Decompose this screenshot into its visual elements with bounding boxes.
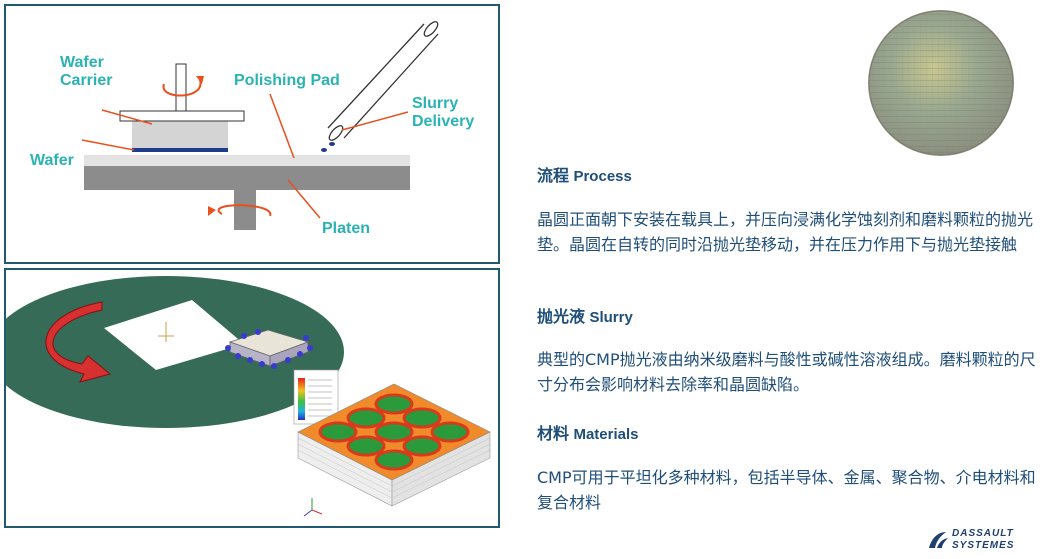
section-materials-title-en: Materials [573,426,639,443]
carrier-rotation-arrowhead [196,76,204,84]
platen-rotation-arrow [217,204,272,217]
slurry-drop [329,142,335,146]
slurry-drop [321,148,327,152]
clamp-markers [225,329,313,369]
carrier-rotation-arrow [162,79,202,97]
slurry-tube [327,21,439,141]
mesh-contour-cells [318,393,470,471]
platen-rotation-arrowhead [208,206,216,216]
carrier-shaft [175,63,187,112]
label-wafer: Wafer [30,152,74,169]
section-process-title-en: Process [573,168,632,185]
contour-legend-bar [298,378,305,420]
dassault-logo: DASSAULT SYSTEMES [926,527,1044,553]
section-process-title: 流程 Process [537,162,632,186]
ds-logo-icon [929,532,948,548]
section-slurry-title-en: Slurry [589,309,633,326]
section-slurry-body: 典型的CMP抛光液由纳米级磨料与酸性或碱性溶液组成。磨料颗粒的尺寸分布会影响材料… [537,350,1036,394]
section-slurry-title-cn: 抛光液 [537,309,586,326]
cmp-schematic-drawing [81,21,439,230]
wafer-photo [868,10,1014,156]
section-process-title-cn: 流程 [537,168,570,185]
wafer-carrier [132,120,228,148]
simulation-render-panel [4,268,500,528]
label-slurry-delivery: Slurry Delivery [412,95,475,130]
section-materials-title-cn: 材料 [537,426,570,443]
logo-line2: SYSTEMES [952,540,1015,551]
leader-slurry [341,111,409,131]
cmp-schematic-panel: Wafer Carrier Polishing Pad Slurry Deliv… [4,4,500,264]
platen-shaft [234,190,256,230]
leader-platen [287,179,321,219]
logo-line1: DASSAULT [952,528,1014,539]
wafer-sheet [104,300,244,370]
mesh-grid-lines [297,437,491,499]
leader-wafer [81,139,135,151]
section-materials-body: CMP可用于平坦化多种材料，包括半导体、金属、聚合物、介电材料和复合材料 [537,468,1036,512]
platen-body [84,166,410,190]
leader-polishing-pad [269,93,295,159]
label-polishing-pad: Polishing Pad [234,72,340,89]
axis-triad [303,498,323,517]
leader-wafer-carrier [101,109,153,125]
section-process-body: 晶圆正面朝下安装在载具上，并压向浸满化学蚀刻剂和磨料颗粒的抛光垫。晶圆在自转的同… [537,210,1034,254]
section-materials-title: 材料 Materials [537,420,639,444]
label-platen: Platen [322,220,371,237]
wafer-marker [158,322,174,342]
pad-rotation-arrow [45,301,112,383]
contour-legend-ticks [308,379,332,417]
label-wafer-carrier: Wafer Carrier [60,54,113,89]
polishing-pad [84,155,410,166]
wafer-block-side [269,341,309,367]
wafer [132,148,228,152]
section-slurry-title: 抛光液 Slurry [537,303,633,327]
simulation-render [6,276,491,517]
